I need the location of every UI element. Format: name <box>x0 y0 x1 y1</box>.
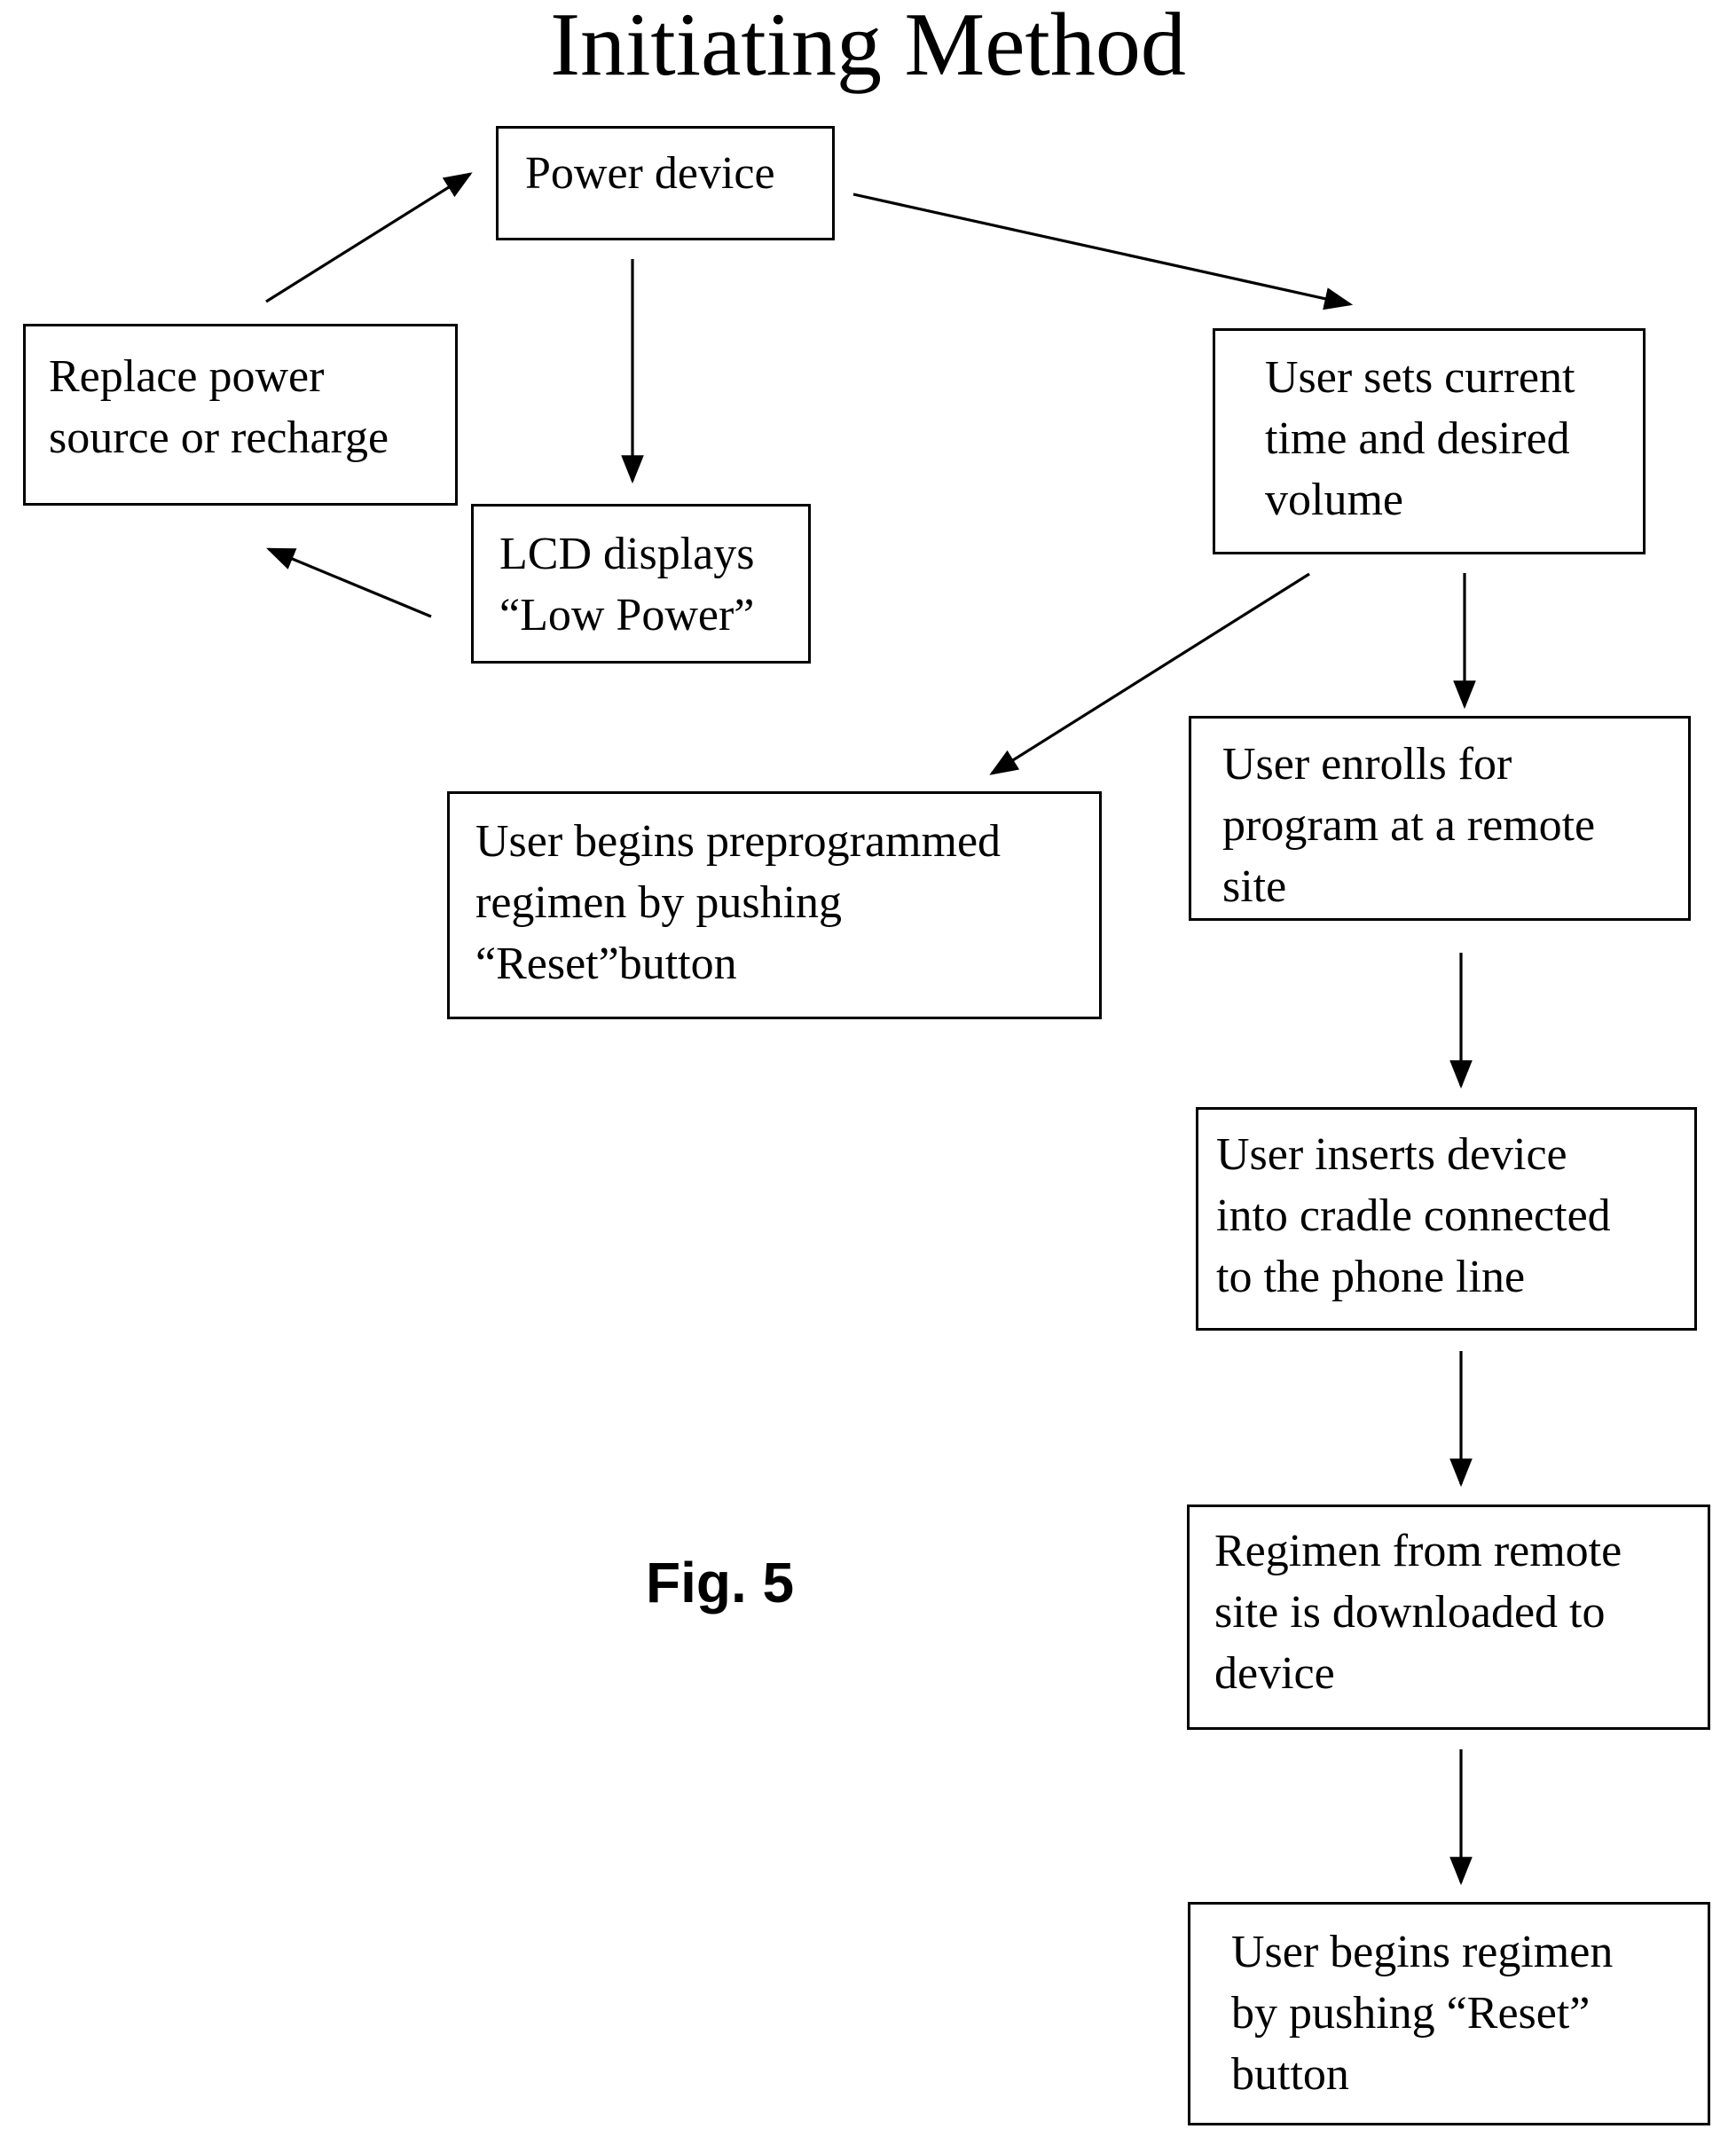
arrow-replace-to-power <box>266 174 470 302</box>
lcd-low-power-label: LCD displays “Low Power” <box>499 523 754 646</box>
power-device-label: Power device <box>525 143 775 204</box>
figure-label: Fig. 5 <box>646 1554 794 1611</box>
replace-power-label: Replace power source or recharge <box>49 346 389 468</box>
enroll-remote-label: User enrolls for program at a remote sit… <box>1222 734 1595 917</box>
user-sets-time-label: User sets current time and desired volum… <box>1265 347 1575 530</box>
arrow-lcd-to-replace <box>269 549 431 617</box>
preprogrammed-regimen-label: User begins preprogrammed regimen by pus… <box>475 811 1001 994</box>
download-regimen-label: Regimen from remote site is downloaded t… <box>1214 1520 1622 1704</box>
insert-cradle-label: User inserts device into cradle connecte… <box>1216 1124 1611 1308</box>
begin-regimen-label: User begins regimen by pushing “Reset” b… <box>1231 1921 1613 2105</box>
arrow-power-to-usersets <box>853 194 1350 304</box>
